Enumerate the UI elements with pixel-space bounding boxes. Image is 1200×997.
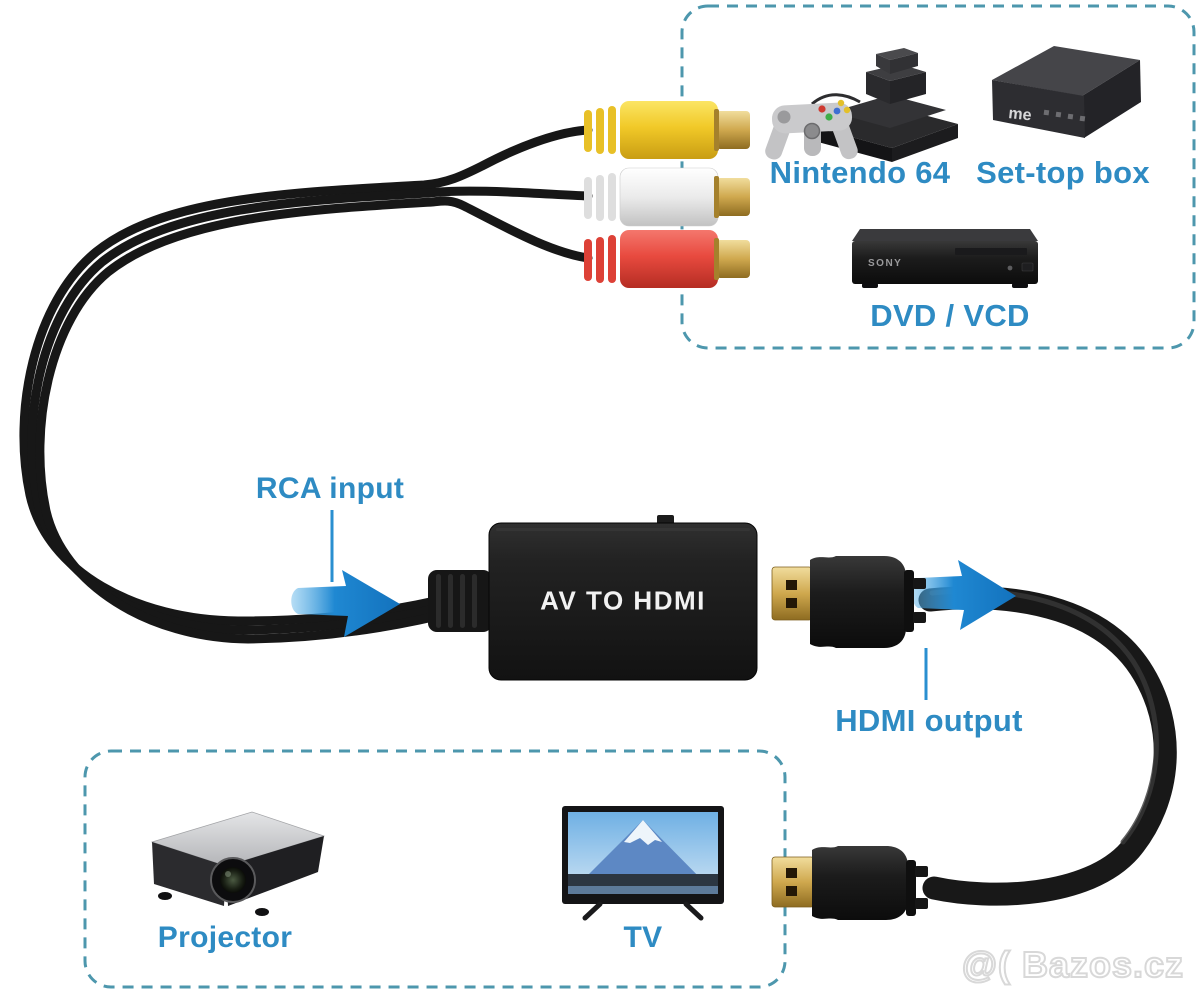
hdmi-plug-tv bbox=[771, 846, 928, 920]
projector-icon bbox=[150, 811, 326, 916]
rca-connector-yellow bbox=[584, 101, 750, 159]
label-settop-box: Set-top box bbox=[976, 155, 1150, 190]
label-projector: Projector bbox=[157, 921, 293, 954]
rca-cable-loop bbox=[19, 125, 593, 644]
projector-lens bbox=[220, 867, 246, 893]
tv-icon bbox=[562, 806, 724, 921]
settop-brand-logo: me bbox=[1008, 105, 1033, 124]
label-rca-input: RCA input bbox=[255, 472, 405, 505]
nintendo64-icon bbox=[765, 48, 958, 162]
label-tv: TV bbox=[623, 921, 663, 954]
watermark: @( Bazos.cz bbox=[961, 943, 1184, 986]
label-hdmi-output: HDMI output bbox=[835, 703, 1023, 738]
rca-connector-white bbox=[584, 167, 750, 227]
rca-connector-red bbox=[584, 230, 750, 288]
sources-group-box bbox=[680, 4, 1196, 350]
rca-input-arrow-icon bbox=[291, 570, 400, 637]
hdmi-cable bbox=[918, 586, 1177, 906]
av-to-hdmi-converter bbox=[428, 515, 758, 681]
converter-label: AV TO HDMI bbox=[540, 585, 706, 616]
dvd-brand-logo: SONY bbox=[868, 258, 902, 269]
hdmi-output-arrow-icon bbox=[912, 560, 1016, 630]
label-nintendo64: Nintendo 64 bbox=[769, 155, 951, 190]
hdmi-plug-converter bbox=[771, 556, 926, 648]
label-dvd-vcd: DVD / VCD bbox=[870, 298, 1030, 333]
dvd-player-icon: SONY bbox=[852, 229, 1038, 288]
settop-box-icon: me bbox=[992, 46, 1141, 138]
